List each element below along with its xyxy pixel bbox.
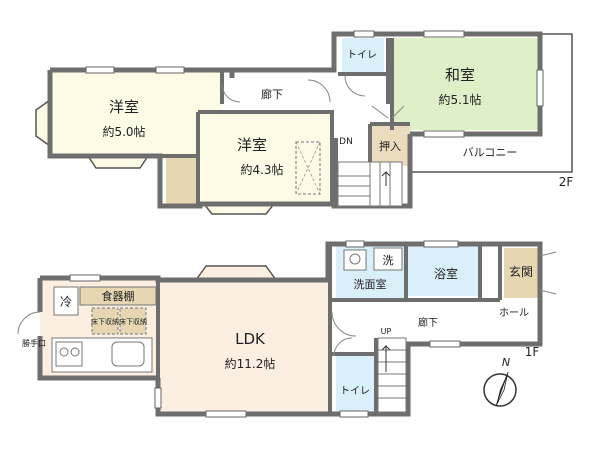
japanese-room-fill	[392, 38, 538, 130]
stairs-2f	[337, 161, 403, 207]
washbasin-bowl	[349, 253, 361, 265]
floor-1-walls	[37, 241, 543, 417]
hallway-2f-name: 廊下	[261, 87, 283, 101]
stove-burner-left	[59, 347, 69, 357]
west-bedroom-size: 約5.0帖	[102, 124, 145, 139]
storage-2-name: 床下収納	[119, 317, 147, 326]
washer-name: 洗	[383, 254, 394, 267]
storage-fill	[166, 156, 200, 204]
compass: N	[483, 356, 517, 407]
japanese-door-swing	[371, 105, 405, 119]
hallway-1f-name: 廊下	[418, 316, 438, 329]
ldk-door-swing	[331, 311, 357, 337]
floor-2-windows	[85, 30, 544, 138]
floor-1-interior-walls	[156, 246, 502, 414]
floor-2-label: 2F	[559, 175, 574, 189]
west-bedroom-fill	[50, 72, 222, 156]
bathroom-fill	[408, 246, 478, 296]
center-bedroom-size: 約4.3帖	[240, 162, 283, 177]
balcony-outline	[410, 33, 573, 173]
closet-fill	[370, 126, 410, 166]
entrance-name: 玄関	[509, 264, 533, 279]
washbasin	[343, 249, 367, 271]
stove-burner-right	[70, 347, 80, 357]
compass-needle-tail	[495, 371, 509, 407]
fridge-name: 冷	[60, 295, 72, 309]
bathroom-name: 浴室	[434, 266, 458, 281]
entrance-door-swing	[539, 251, 557, 295]
storage-1-fill	[91, 307, 119, 335]
floor-1: LDK 約11.2帖 食器棚 冷 床下収納 床下収納 勝手口 洗面室 洗 浴室 …	[17, 240, 557, 418]
washer-fill	[373, 247, 403, 271]
pantry-name: 食器棚	[102, 289, 135, 303]
service-door-swing	[17, 311, 41, 335]
hallway-door-swing	[307, 79, 331, 103]
storage-1-name: 床下収納	[91, 317, 119, 326]
toilet-door-swing	[344, 75, 366, 97]
toilet-2f-fill	[342, 38, 384, 72]
washroom-name: 洗面室	[354, 277, 387, 291]
center-bedroom-closet	[295, 141, 321, 195]
stairs-down-label: DN	[339, 137, 353, 147]
bedroom-door-swing	[221, 83, 241, 103]
stairs-up-label: UP	[381, 327, 392, 336]
center-bedroom-name: 洋室	[237, 136, 267, 154]
west-bedroom-name: 洋室	[109, 98, 139, 116]
toilet-1f-name: トイレ	[340, 386, 370, 397]
balcony-name: バルコニー	[463, 146, 518, 159]
japanese-room-name: 和室	[445, 66, 475, 84]
service-door-name: 勝手口	[22, 338, 46, 348]
center-bedroom-closet-x	[295, 141, 321, 195]
toilet-2f-name: トイレ	[347, 50, 377, 61]
ldk-size: 約11.2帖	[225, 356, 276, 371]
floor-1-label: 1F	[525, 345, 540, 359]
ldk-name: LDK	[235, 330, 266, 348]
center-bedroom-fill	[200, 112, 332, 204]
stairs-1f	[377, 337, 407, 413]
hall-name: ホール	[499, 307, 529, 319]
toilet-1f-fill	[336, 356, 374, 412]
floor-1-windows	[69, 240, 461, 418]
toilet-1f-door-swing	[333, 337, 353, 357]
kitchen-sink	[111, 341, 145, 367]
entrance-fill	[504, 248, 538, 298]
fridge-fill	[53, 286, 79, 316]
japanese-room-size: 約5.1帖	[438, 92, 481, 107]
compass-north-label: N	[502, 356, 510, 369]
storage-2-fill	[119, 307, 147, 335]
ldk-fill	[158, 280, 328, 414]
closet-name: 押入	[379, 139, 401, 153]
compass-ring	[483, 373, 517, 407]
floor-2: 洋室 約5.0帖 洋室 約4.3帖 和室 約5.1帖 トイレ 廊下 押入 バルコ…	[35, 30, 574, 215]
